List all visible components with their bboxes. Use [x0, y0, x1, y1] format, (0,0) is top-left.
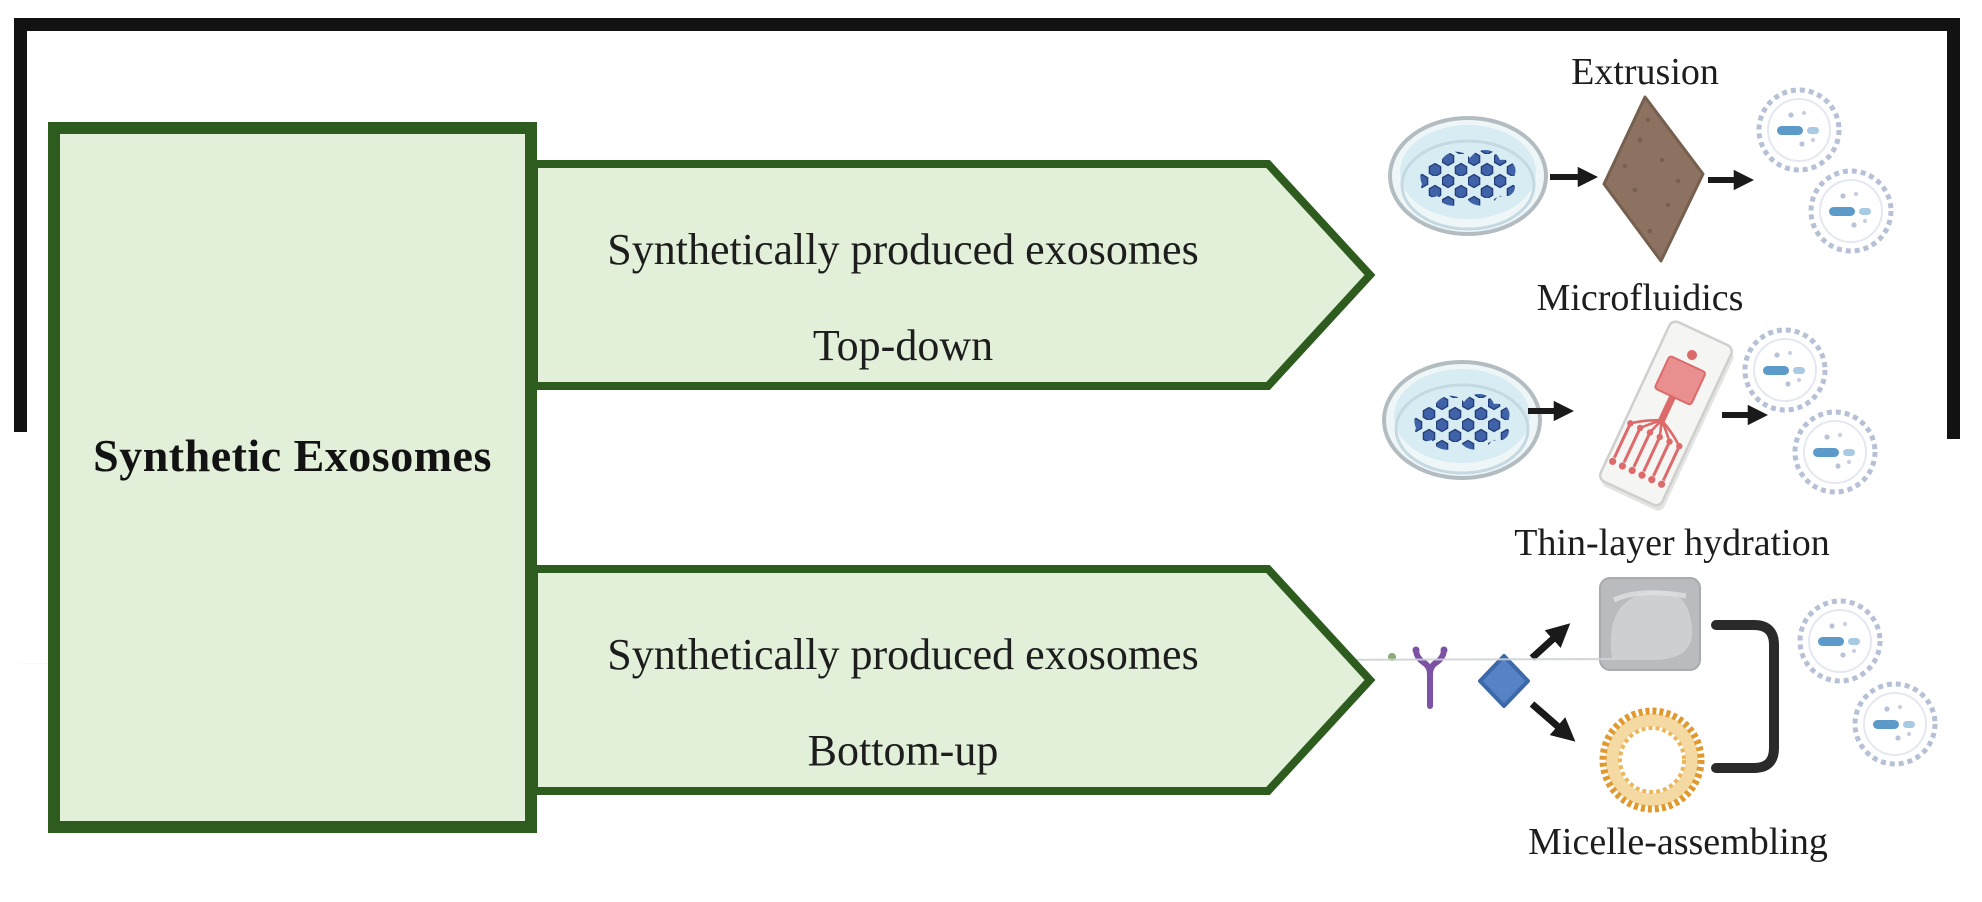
micelle-ring-icon	[1599, 707, 1705, 813]
arrow-up-right-icon	[1529, 623, 1571, 661]
membrane-diamond-icon	[1602, 95, 1705, 263]
top-banner-line1: Synthetically produced exosomes	[607, 225, 1199, 274]
bottom-banner-line2: Bottom-up	[807, 726, 999, 775]
microfluidics-label: Microfluidics	[1536, 277, 1744, 319]
bottom-up-banner: Synthetically produced exosomes Bottom-u…	[530, 565, 1376, 795]
top-down-banner: Synthetically produced exosomes Top-down	[530, 160, 1376, 390]
thin-layer-hydration-label: Thin-layer hydration	[1514, 522, 1830, 564]
top-banner-line2: Top-down	[812, 321, 994, 370]
merge-bracket-icon	[1711, 620, 1779, 773]
arrow-down-right-icon	[1529, 701, 1576, 742]
bracket-top-line	[14, 18, 1960, 31]
microfluidic-chip-icon	[1598, 320, 1734, 511]
micelle-assembling-label: Micelle-assembling	[1528, 821, 1828, 863]
lipid-film-icon	[4, 577, 1701, 671]
lipid-diamond-icon	[1478, 654, 1530, 708]
extrusion-label: Extrusion	[1571, 51, 1719, 93]
bracket-right-line	[1947, 18, 1960, 439]
bottom-banner-line1: Synthetically produced exosomes	[607, 630, 1199, 679]
synthetic-exosomes-box: Synthetic Exosomes	[48, 122, 537, 833]
main-box-label: Synthetic Exosomes	[93, 430, 492, 481]
bracket-left-line	[14, 18, 27, 432]
antibody-y-icon	[1412, 646, 1448, 709]
